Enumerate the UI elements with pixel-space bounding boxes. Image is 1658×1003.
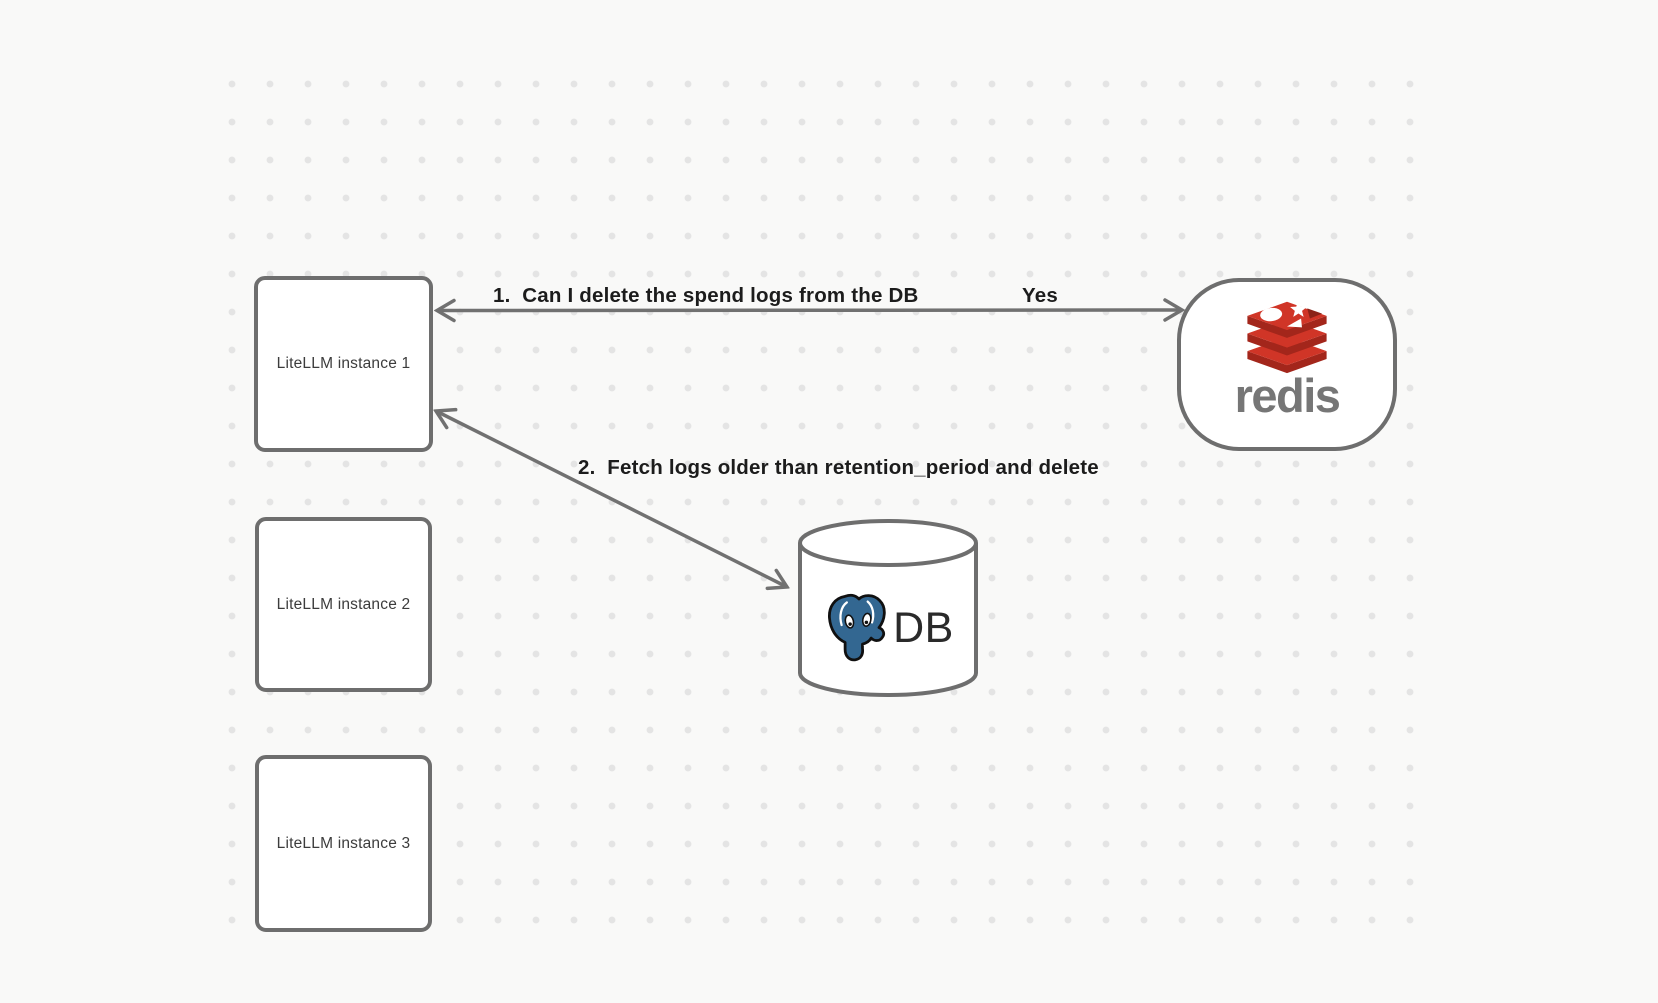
node-litellm-instance-3-label: LiteLLM instance 3 — [276, 834, 411, 852]
database-content: DB — [803, 567, 977, 689]
node-litellm-instance-1[interactable]: LiteLLM instance 1 — [254, 276, 433, 452]
node-litellm-instance-2-label: LiteLLM instance 2 — [276, 595, 411, 613]
edge1-label[interactable]: 1. Can I delete the spend logs from the … — [493, 284, 919, 307]
db-label: DB — [893, 603, 954, 652]
redis-wordmark: redis — [1234, 369, 1341, 422]
database-cylinder-shape — [798, 519, 978, 697]
node-litellm-instance-3[interactable]: LiteLLM instance 3 — [255, 755, 432, 932]
node-litellm-instance-1-label: LiteLLM instance 1 — [276, 355, 411, 372]
postgresql-elephant-icon — [828, 593, 886, 661]
node-database[interactable]: DB — [797, 517, 979, 699]
redis-logo-icon — [1247, 300, 1327, 374]
edge1-response-label[interactable]: Yes — [1022, 284, 1058, 307]
node-redis[interactable]: redis — [1177, 278, 1397, 451]
edge2-label[interactable]: 2. Fetch logs older than retention_perio… — [578, 456, 1099, 479]
node-litellm-instance-2[interactable]: LiteLLM instance 2 — [255, 517, 432, 692]
